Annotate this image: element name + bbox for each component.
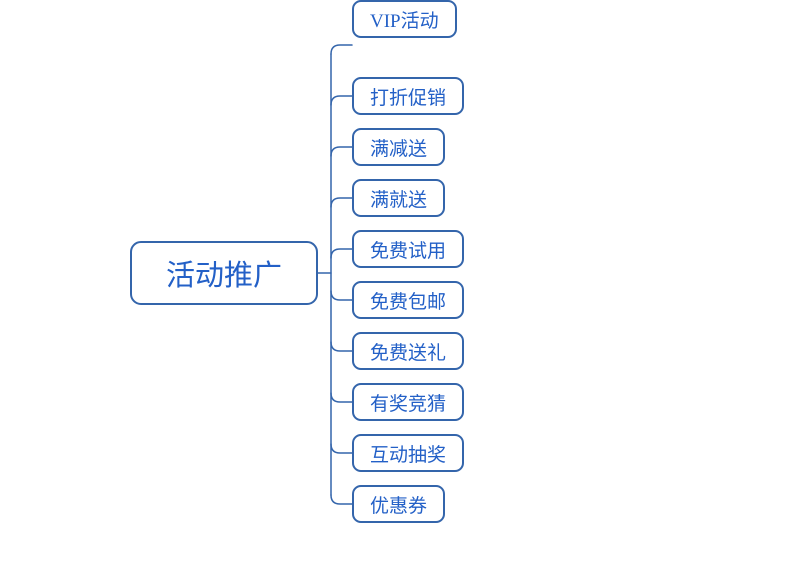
root-node-activity-promotion[interactable]: 活动推广 [130, 241, 318, 305]
branch-7 [330, 341, 353, 352]
root-node-label: 活动推广 [165, 260, 282, 292]
branch-4 [330, 197, 353, 208]
child-node-free-gift[interactable]: 免费送礼 [352, 332, 465, 370]
child-node-coupon[interactable]: 优惠券 [352, 485, 446, 523]
branch-8 [330, 392, 353, 403]
child-node-discount-promotion[interactable]: 打折促销 [352, 77, 465, 115]
child-node-label: 免费送礼 [370, 342, 447, 364]
branch-3 [330, 146, 353, 157]
child-node-label: VIP活动 [370, 10, 439, 32]
branch-1 [330, 44, 353, 55]
child-node-label: 免费试用 [370, 240, 447, 262]
child-node-label: 满就送 [370, 189, 428, 211]
branch-5 [330, 248, 353, 259]
child-node-label: 优惠券 [370, 495, 428, 517]
child-node-label: 互动抽奖 [370, 444, 447, 466]
branch-2 [330, 95, 353, 106]
child-node-label: 满减送 [370, 138, 428, 160]
child-node-spend-gift[interactable]: 满就送 [352, 179, 446, 217]
child-node-label: 有奖竞猜 [370, 393, 447, 415]
branch-6 [330, 290, 353, 301]
branch-10 [330, 494, 353, 505]
child-node-vip-activity[interactable]: VIP活动 [352, 0, 457, 38]
child-node-free-shipping[interactable]: 免费包邮 [352, 281, 465, 319]
child-node-label: 打折促销 [370, 87, 447, 109]
child-node-interactive-lottery[interactable]: 互动抽奖 [352, 434, 465, 472]
child-node-spend-reduce[interactable]: 满减送 [352, 128, 446, 166]
child-node-prize-quiz[interactable]: 有奖竞猜 [352, 383, 465, 421]
child-node-label: 免费包邮 [370, 291, 447, 313]
branch-9 [330, 443, 353, 454]
child-node-free-trial[interactable]: 免费试用 [352, 230, 465, 268]
